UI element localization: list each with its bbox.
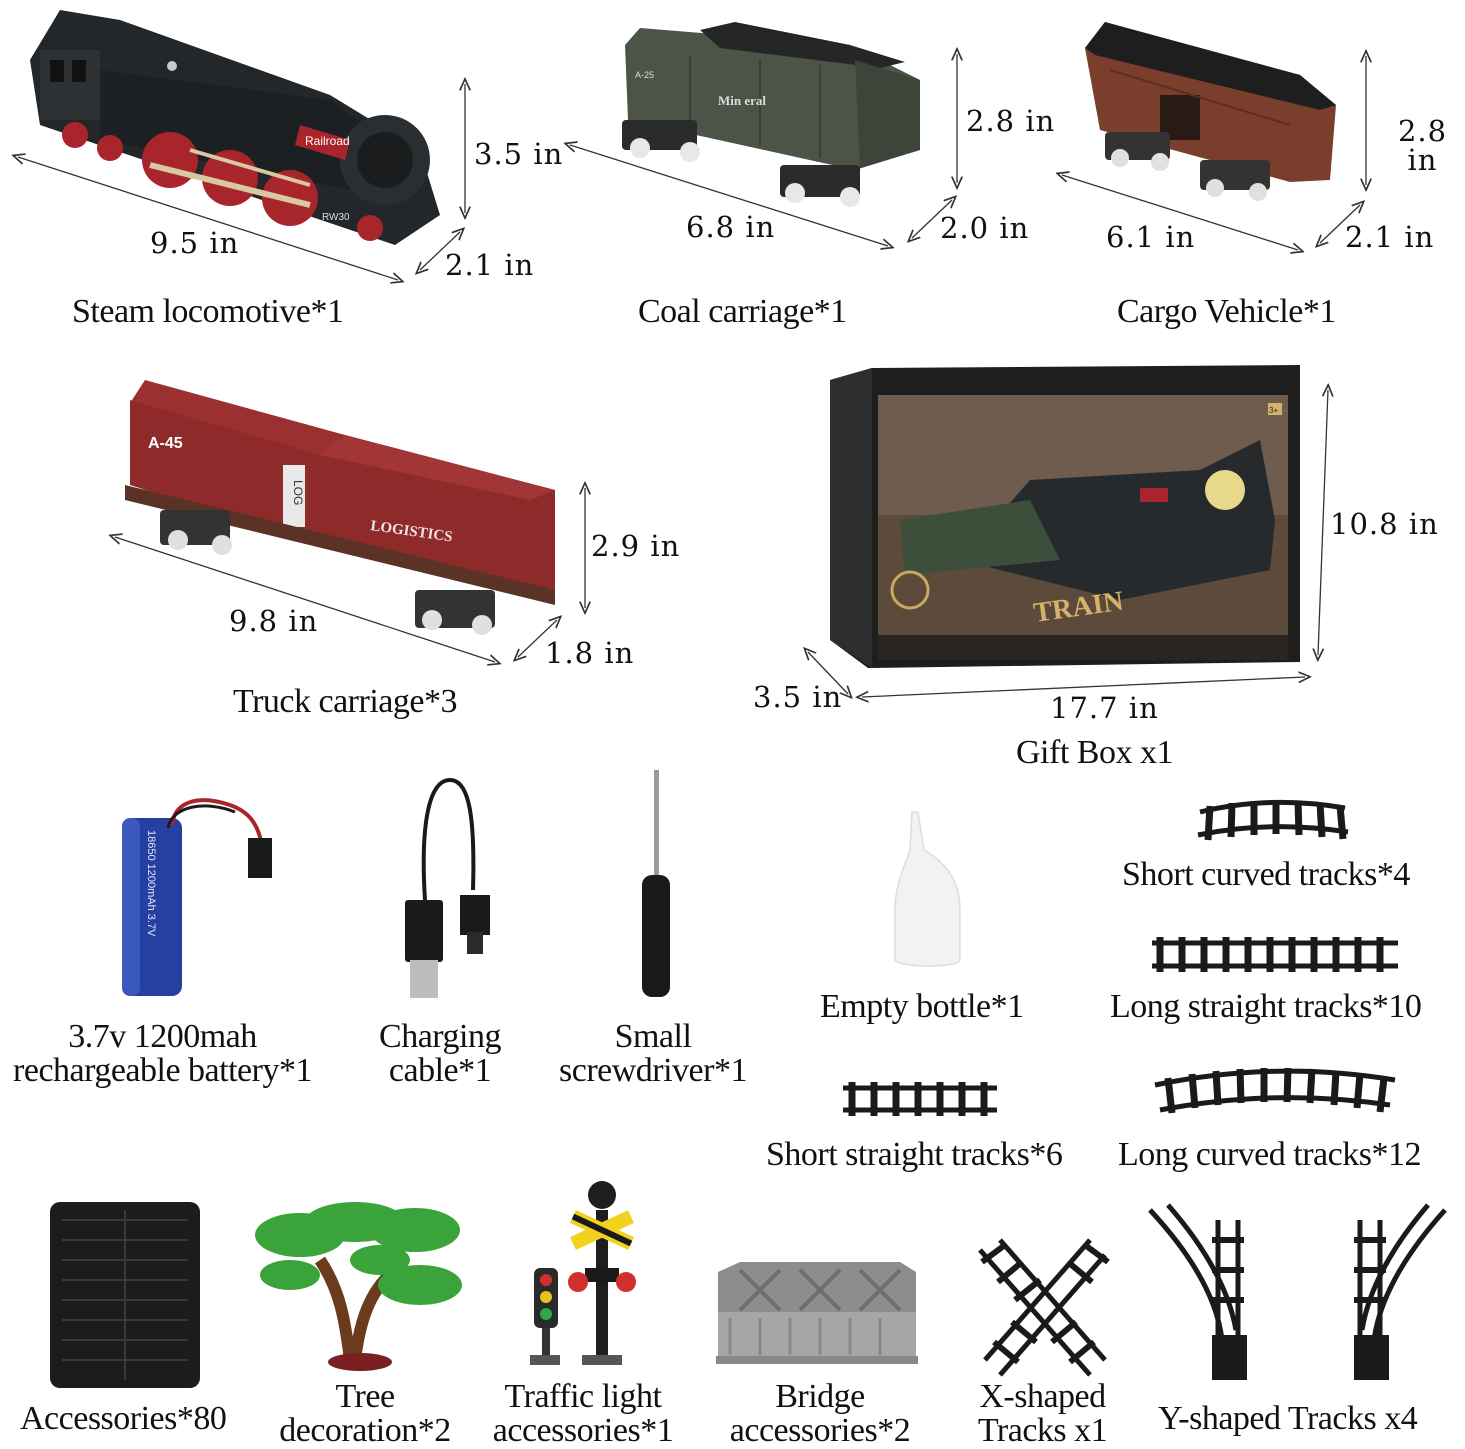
short-curved-label: Short curved tracks*4 bbox=[1122, 856, 1410, 893]
steam-locomotive-image: Railroad RW30 bbox=[30, 10, 440, 245]
loco-number-text: RW30 bbox=[322, 212, 350, 223]
screwdriver-image bbox=[642, 770, 670, 997]
traffic-light-image bbox=[530, 1181, 636, 1365]
accessories-tray-image bbox=[50, 1202, 200, 1388]
screwdriver-label: Small screwdriver*1 bbox=[548, 1020, 758, 1088]
truck-a45-text: A-45 bbox=[148, 435, 183, 452]
charging-cable-image bbox=[405, 777, 490, 998]
truck-carriage-image: LOG A-45 LOGISTICS bbox=[125, 380, 555, 635]
gift-box-age-text: 3+ bbox=[1269, 406, 1278, 415]
coal-carriage-image: Min eral A-25 bbox=[622, 22, 920, 207]
tree-label: Tree decoration*2 bbox=[265, 1380, 465, 1448]
bridge-image bbox=[716, 1262, 918, 1364]
cable-label-line1: Charging bbox=[379, 1018, 501, 1055]
y-track-image bbox=[1148, 1203, 1447, 1380]
xtracks-label-line2: Tracks x1 bbox=[977, 1412, 1108, 1449]
battery-label-line2: rechargeable battery*1 bbox=[13, 1052, 312, 1089]
battery-label-line1: 3.7v 1200mah bbox=[68, 1018, 257, 1055]
cargo-length-label: 6.1 in bbox=[1106, 220, 1196, 254]
traffic-label-line1: Traffic light bbox=[504, 1378, 662, 1415]
long-curved-track-image bbox=[1154, 1067, 1396, 1114]
giftbox-length-label: 17.7 in bbox=[1050, 691, 1159, 725]
tree-label-line1: Tree bbox=[335, 1378, 395, 1415]
traffic-label: Traffic light accessories*1 bbox=[478, 1380, 688, 1448]
long-curved-label: Long curved tracks*12 bbox=[1118, 1136, 1421, 1173]
bottle-label: Empty bottle*1 bbox=[820, 988, 1024, 1025]
long-straight-label: Long straight tracks*10 bbox=[1110, 988, 1422, 1025]
cargo-vehicle-image bbox=[1085, 22, 1336, 201]
bridge-label-line2: accessories*2 bbox=[729, 1412, 911, 1449]
long-straight-track-image bbox=[1152, 937, 1398, 972]
empty-bottle-image bbox=[894, 811, 961, 967]
coal-number-text: A-25 bbox=[635, 70, 654, 80]
xtracks-label: X-shaped Tracks x1 bbox=[965, 1380, 1120, 1448]
accessories-label: Accessories*80 bbox=[20, 1400, 227, 1437]
ytracks-label: Y-shaped Tracks x4 bbox=[1158, 1400, 1418, 1437]
truck-log-text: LOG bbox=[291, 480, 305, 505]
short-straight-label: Short straight tracks*6 bbox=[766, 1136, 1063, 1173]
gift-box-image: TRAIN 3+ bbox=[830, 365, 1300, 668]
locomotive-name-label: Steam locomotive*1 bbox=[72, 293, 344, 330]
tree-label-line2: decoration*2 bbox=[279, 1412, 451, 1449]
locomotive-height-label: 3.5 in bbox=[474, 137, 564, 171]
battery-spec-text: 18650 1200mAh 3.7V bbox=[145, 830, 157, 937]
short-curved-track-image bbox=[1197, 799, 1349, 841]
locomotive-length-label: 9.5 in bbox=[150, 226, 240, 260]
bridge-label-line1: Bridge bbox=[775, 1378, 865, 1415]
screwdriver-label-line1: Small bbox=[614, 1018, 692, 1055]
cargo-width-label: 2.1 in bbox=[1345, 220, 1435, 254]
screwdriver-label-line2: screwdriver*1 bbox=[559, 1052, 747, 1089]
cable-label: Charging cable*1 bbox=[360, 1020, 520, 1088]
bridge-label: Bridge accessories*2 bbox=[715, 1380, 925, 1448]
coal-length-label: 6.8 in bbox=[686, 210, 776, 244]
traffic-label-line2: accessories*1 bbox=[492, 1412, 674, 1449]
truck-width-label: 1.8 in bbox=[545, 636, 635, 670]
giftbox-name-label: Gift Box x1 bbox=[1016, 734, 1173, 771]
battery-label: 3.7v 1200mah rechargeable battery*1 bbox=[0, 1020, 325, 1088]
cable-label-line2: cable*1 bbox=[388, 1052, 492, 1089]
giftbox-height-label: 10.8 in bbox=[1330, 507, 1439, 541]
coal-width-label: 2.0 in bbox=[940, 211, 1030, 245]
x-track-image bbox=[978, 1238, 1110, 1377]
coal-mineral-text: Min eral bbox=[718, 93, 766, 108]
battery-image: 18650 1200mAh 3.7V bbox=[122, 798, 272, 996]
locomotive-width-label: 2.1 in bbox=[445, 248, 535, 282]
truck-name-label: Truck carriage*3 bbox=[233, 683, 457, 720]
cargo-name-label: Cargo Vehicle*1 bbox=[1117, 293, 1336, 330]
xtracks-label-line1: X-shaped bbox=[979, 1378, 1106, 1415]
coal-name-label: Coal carriage*1 bbox=[638, 293, 847, 330]
tree-image bbox=[255, 1202, 462, 1371]
cargo-height-label: 2.8 in bbox=[1397, 114, 1448, 177]
giftbox-depth-label: 3.5 in bbox=[753, 680, 843, 714]
coal-height-label: 2.8 in bbox=[966, 104, 1056, 138]
truck-height-label: 2.9 in bbox=[591, 529, 681, 563]
truck-length-label: 9.8 in bbox=[229, 604, 319, 638]
short-straight-track-image bbox=[843, 1082, 997, 1116]
loco-railroad-text: Railroad bbox=[305, 134, 350, 148]
